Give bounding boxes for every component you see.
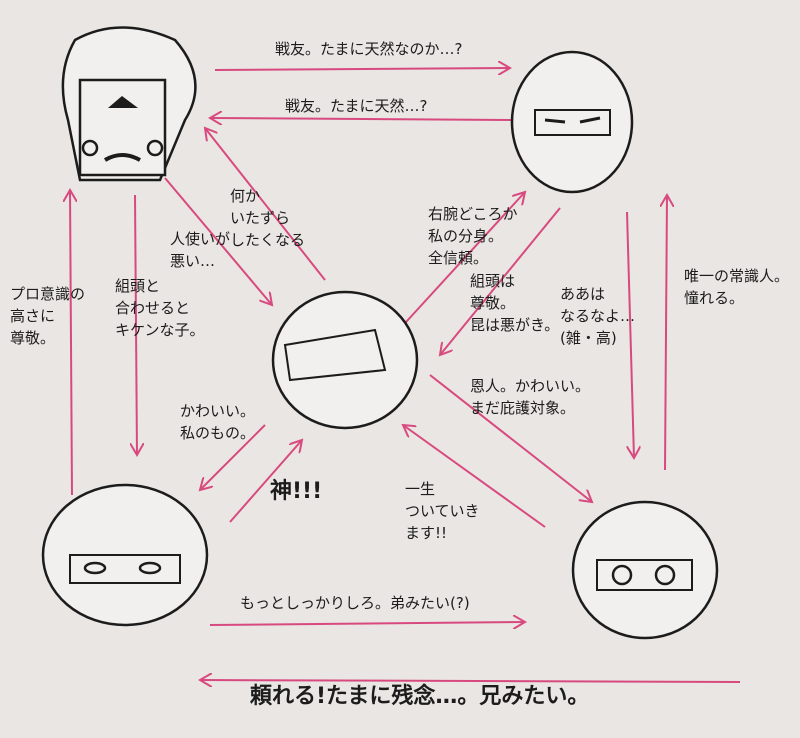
label-bl-to-br: もっとしっかりしろ。弟みたい(?) xyxy=(240,594,470,612)
label-tr-to-tl: 戦友。たまに天然…? xyxy=(285,97,428,115)
arrow-tl-to-bl xyxy=(135,194,137,455)
arrow-tr-to-br xyxy=(626,211,634,458)
label-bl-to-center: 神!!! xyxy=(270,479,323,504)
character-face-top-right xyxy=(510,50,634,194)
label-bl-to-tl: プロ意識の 高さに 尊敬。 xyxy=(10,285,86,347)
arrow-bl-to-tl xyxy=(70,190,72,496)
label-center-to-br: 恩人。かわいい。 まだ庇護対象。 xyxy=(470,377,591,417)
label-center-to-tl: 何か いたずら したくなる xyxy=(230,187,306,249)
arrow-tr-to-tl xyxy=(210,118,516,120)
label-tr-to-br: ああは なるなよ… (雑・高) xyxy=(560,285,636,347)
label-br-to-bl: 頼れる!たまに残念…。兄みたい。 xyxy=(250,684,590,709)
arrow-br-to-bl xyxy=(200,680,741,682)
character-face-bottom-left xyxy=(41,483,209,627)
character-face-center xyxy=(271,290,419,430)
arrow-tl-to-tr xyxy=(214,68,510,70)
label-tr-to-center: 組頭は 尊敬。 昆は悪がき。 xyxy=(470,272,560,334)
arrow-center-to-tl xyxy=(205,128,326,281)
arrow-bl-to-br xyxy=(209,622,525,625)
character-face-top-left xyxy=(61,26,197,182)
arrow-br-to-center xyxy=(403,425,546,528)
label-tl-to-bl: 組頭と 合わせると キケンな子。 xyxy=(115,277,205,339)
label-center-to-bl: かわいい。 私のもの。 xyxy=(180,402,256,442)
label-tl-to-center: 人使いが 悪い… xyxy=(170,230,231,270)
label-br-to-center: 一生 ついていき ます!! xyxy=(405,480,480,542)
arrow-tl-to-center xyxy=(164,177,272,305)
arrow-center-to-bl xyxy=(200,424,266,490)
arrow-tr-to-center xyxy=(440,207,561,355)
arrow-bl-to-center xyxy=(229,440,302,523)
label-tl-to-tr: 戦友。たまに天然なのか…? xyxy=(275,40,463,58)
arrow-br-to-tr xyxy=(665,195,667,471)
character-face-bottom-right xyxy=(571,500,719,640)
label-br-to-tr: 唯一の常識人。 憧れる。 xyxy=(684,267,790,307)
label-center-to-tr: 右腕どころか 私の分身。 全信頼。 xyxy=(428,205,518,267)
arrow-center-to-tr xyxy=(384,192,525,346)
arrow-center-to-br xyxy=(429,374,592,502)
